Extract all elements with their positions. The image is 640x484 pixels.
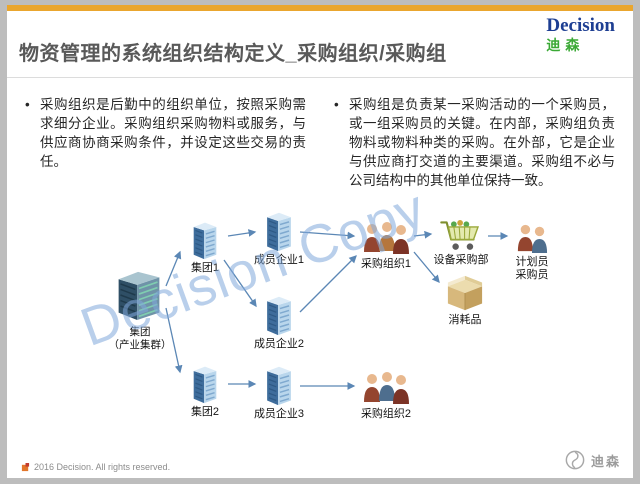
org-structure-diagram: 集团 （产业集群） 集团1 [88, 196, 578, 438]
brand-seal-icon [565, 450, 585, 470]
brand-logo-cn-text: 迪森 [546, 36, 585, 53]
office-building-icon [260, 210, 298, 252]
page-title: 物资管理的系统组织结构定义_采购组织/采购组 [19, 43, 447, 65]
node-label-group2: 集团2 [190, 406, 220, 418]
footer-brand: 迪森 [565, 450, 621, 470]
node-label-group: 集团 （产业集群） [108, 326, 172, 351]
headquarters-building-icon [114, 266, 164, 324]
node-label-group1: 集团1 [190, 262, 220, 274]
office-building-icon [184, 364, 226, 404]
node-label-equipment-dept: 设备采购部 [433, 254, 489, 266]
node-label-porg1: 采购组织1 [360, 258, 412, 270]
node-label-member2: 成员企业2 [253, 338, 305, 350]
brand-logo: Decision 迪森 [546, 16, 615, 53]
bullet-columns: 采购组织是后勤中的组织单位，按照采购需求细分企业。采购组织采购物料或服务，与供应… [23, 95, 615, 190]
slide: 物资管理的系统组织结构定义_采购组织/采购组 Decision 迪森 采购组织是… [7, 5, 633, 478]
bullet-left: 采购组织是后勤中的组织单位，按照采购需求细分企业。采购组织采购物料或服务，与供应… [23, 95, 306, 190]
people-group-icon [360, 220, 412, 256]
copyright-text: 2016 Decision. All rights reserved. [34, 462, 171, 472]
node-label-member3: 成员企业3 [253, 408, 305, 420]
office-building-icon [260, 294, 298, 336]
bullet-right: 采购组是负责某一采购活动的一个采购员，或一组采购员的关键。在内部，采购组负责物料… [332, 95, 615, 190]
node-label-member1: 成员企业1 [253, 254, 305, 266]
node-label-consumables: 消耗品 [448, 314, 482, 326]
slide-header: 物资管理的系统组织结构定义_采购组织/采购组 Decision 迪森 [7, 11, 633, 78]
people-group-icon [360, 370, 412, 406]
diagram-arrows [165, 229, 509, 390]
node-label-planner: 计划员 采购员 [515, 256, 549, 281]
footer-copyright: 2016 Decision. All rights reserved. [21, 462, 170, 472]
brand-logo-text: Decision [546, 15, 615, 36]
footer-brand-text: 迪森 [590, 453, 621, 469]
office-building-icon [260, 364, 298, 406]
people-pair-icon [512, 222, 552, 254]
footer-logo-icon [21, 462, 30, 471]
shopping-cart-icon [436, 218, 486, 252]
office-building-icon [184, 220, 226, 260]
node-label-porg2: 采购组织2 [360, 408, 412, 420]
top-accent-bar [7, 5, 633, 11]
supply-box-icon [444, 274, 486, 312]
